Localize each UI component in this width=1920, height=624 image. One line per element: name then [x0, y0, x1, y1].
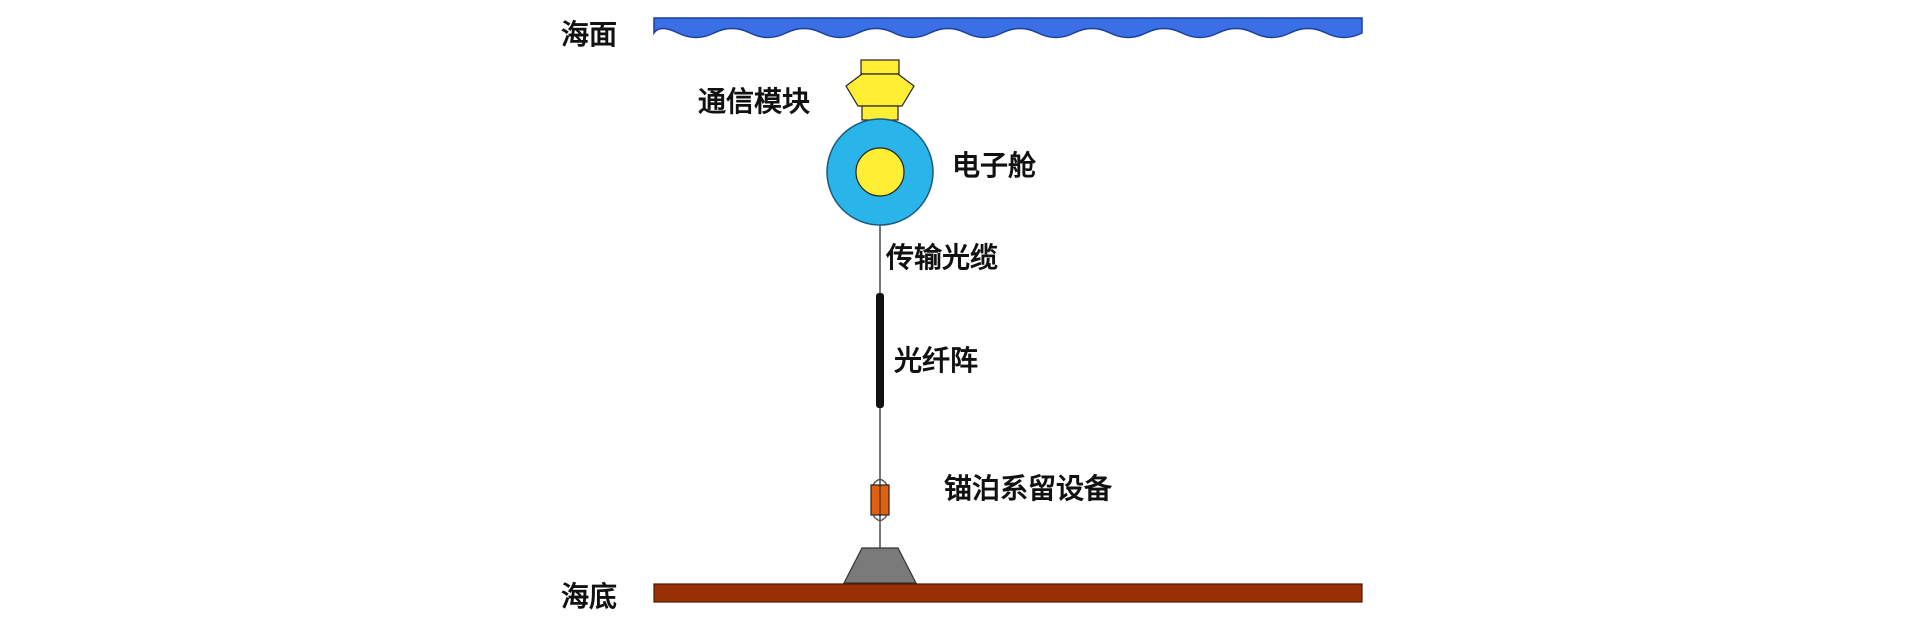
- seabed-label: 海底: [561, 580, 617, 613]
- transmission-cable-label: 传输光缆: [885, 241, 998, 274]
- comm-module-label: 通信模块: [698, 85, 810, 118]
- sea-surface-band: [653, 17, 1363, 39]
- mooring-equipment-label: 锚泊系留设备: [944, 472, 1113, 505]
- electronic-cabin-label: 电子舱: [952, 149, 1037, 182]
- comm-module: [845, 59, 915, 121]
- mooring-shackle-top: [872, 478, 888, 486]
- comm-module-neck: [861, 105, 899, 121]
- fiber-array-label: 光纤阵: [893, 344, 978, 377]
- seabed-band: [653, 583, 1363, 603]
- anchor-weight: [843, 547, 917, 584]
- electronic-cabin: [826, 118, 934, 226]
- fiber-array: [876, 293, 884, 408]
- mooring-equipment: [870, 478, 890, 522]
- mooring-shackle-bottom: [872, 514, 888, 522]
- cabin-core: [855, 147, 905, 197]
- sea-surface-label: 海面: [561, 18, 617, 51]
- comm-module-top: [860, 59, 900, 75]
- comm-module-head: [845, 73, 915, 107]
